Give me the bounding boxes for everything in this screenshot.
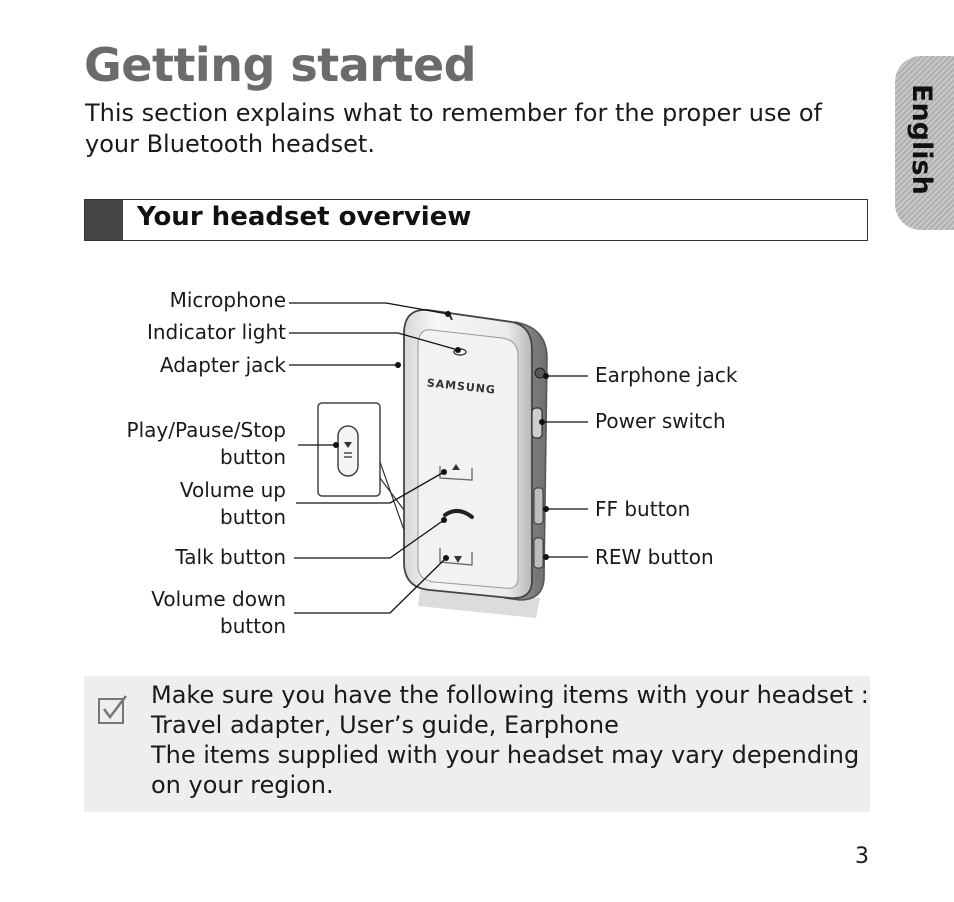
- label-indicator-light: Indicator light: [146, 320, 286, 344]
- rew-key: [533, 537, 544, 569]
- label-power-switch: Power switch: [595, 409, 726, 433]
- section-heading-marker: [85, 200, 123, 240]
- intro-paragraph: This section explains what to remember f…: [85, 99, 822, 158]
- left-leader-dots: [333, 311, 461, 561]
- page-number: 3: [855, 844, 869, 869]
- label-ff-button: FF button: [595, 497, 691, 521]
- label-play-pause-stop: Play/Pause/Stop button: [126, 418, 286, 469]
- volume-down-arrow: [454, 556, 462, 563]
- label-talk-button: Talk button: [175, 545, 286, 569]
- label-microphone: Microphone: [169, 288, 286, 312]
- page-title: Getting started: [84, 38, 477, 92]
- headset-diagram: SAMSUNG: [289, 302, 588, 618]
- volume-up-arrow: [452, 464, 460, 470]
- headset-face: [417, 329, 519, 589]
- language-tab-label: English: [906, 84, 937, 195]
- label-adapter-jack: Adapter jack: [159, 353, 286, 377]
- right-leader-dots: [539, 373, 549, 560]
- checkmark-icon: [98, 695, 127, 724]
- note-line: Make sure you have the following items w…: [151, 681, 869, 709]
- note-line: on your region.: [151, 771, 334, 799]
- play-pause-key: [337, 425, 359, 477]
- section-heading: Your headset overview: [137, 202, 472, 232]
- label-volume-down: Volume down button: [151, 587, 286, 638]
- note-text: Make sure you have the following items w…: [151, 680, 869, 800]
- label-rew-button: REW button: [595, 545, 714, 569]
- ff-key: [533, 487, 544, 525]
- note-line: Travel adapter, User’s guide, Earphone: [151, 711, 619, 739]
- language-tab: [895, 56, 954, 230]
- note-box: Make sure you have the following items w…: [84, 676, 870, 812]
- right-leader-lines: [542, 375, 588, 558]
- section-heading-box: Your headset overview: [84, 199, 868, 241]
- label-earphone-jack: Earphone jack: [595, 363, 738, 387]
- note-line: The items supplied with your headset may…: [151, 741, 860, 769]
- label-volume-up: Volume up button: [179, 478, 286, 529]
- left-leader-lines: [289, 302, 459, 614]
- earphone-jack: [534, 367, 546, 379]
- talk-key: [443, 509, 474, 519]
